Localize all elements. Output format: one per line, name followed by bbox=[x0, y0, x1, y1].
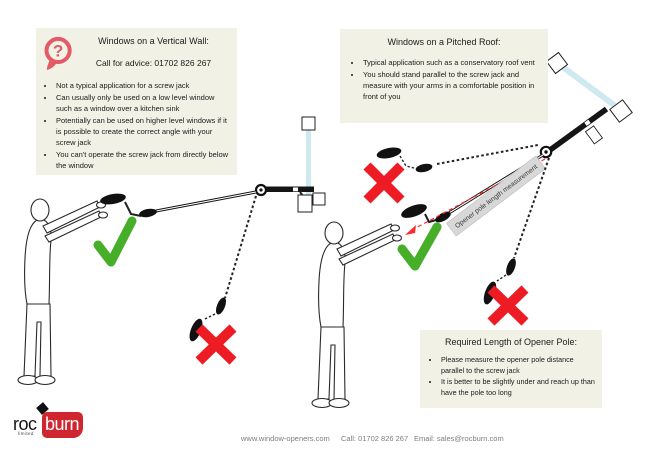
vertical-window bbox=[301, 116, 316, 195]
check-icon bbox=[397, 222, 442, 271]
footer-website: www.window-openers.com bbox=[241, 434, 330, 443]
vertical-wall-bullet-list: Not a typical application for a screw ja… bbox=[41, 80, 230, 171]
crank-grip bbox=[401, 204, 427, 218]
vertical-wall-title: Windows on a Vertical Wall: bbox=[98, 36, 209, 46]
bullet-item: Potentially can be used on higher level … bbox=[55, 115, 230, 148]
bullet-item: Please measure the opener pole distance … bbox=[440, 355, 596, 376]
bullet-item: It is better to be slightly under and re… bbox=[440, 377, 596, 398]
bullet-item: Can usually only be used on a low level … bbox=[55, 92, 230, 114]
screw-jack-right bbox=[539, 106, 609, 159]
vertical-wall-header: ? Windows on a Vertical Wall: Call for a… bbox=[41, 33, 230, 73]
call-for-advice-text: Call for advice: 01702 826 267 bbox=[95, 58, 212, 68]
bullet-item: Not a typical application for a screw ja… bbox=[55, 80, 230, 91]
crank-grip bbox=[139, 208, 157, 218]
measurement-label: Opener pole length measurement bbox=[446, 156, 546, 236]
cross-icon bbox=[195, 324, 237, 365]
roof-window bbox=[545, 51, 633, 123]
ghost-pole-horizontal bbox=[376, 144, 539, 173]
pitched-roof-infobox: Windows on a Pitched Roof: Typical appli… bbox=[340, 29, 548, 123]
vertical-wall-scene bbox=[17, 116, 326, 386]
opener-pole-left bbox=[100, 190, 257, 218]
cross-icon bbox=[487, 285, 529, 326]
check-icon bbox=[93, 216, 137, 267]
opener-pole-bullet-list: Please measure the opener pole distance … bbox=[426, 355, 596, 398]
bullet-item: You should stand parallel to the screw j… bbox=[362, 69, 540, 102]
person-figure-left bbox=[17, 198, 109, 386]
bullet-item: Typical application such as a conservato… bbox=[362, 57, 540, 68]
ghost-pole-below-window bbox=[189, 195, 257, 342]
crank-grip bbox=[100, 193, 126, 205]
window-bracket-bottom bbox=[609, 99, 633, 123]
measurement-line bbox=[405, 158, 546, 235]
footer-email: Email: sales@rocburn.com bbox=[414, 434, 504, 443]
opener-pole-title: Required Length of Opener Pole: bbox=[444, 337, 578, 347]
window-bracket-top bbox=[301, 116, 316, 131]
pitched-roof-bullet-list: Typical application such as a conservato… bbox=[348, 57, 540, 102]
footer-phone: Call: 01702 826 267 bbox=[341, 434, 409, 443]
question-bubble-icon: ? bbox=[44, 36, 72, 70]
bullet-item: You can't operate the screw jack from di… bbox=[55, 149, 230, 171]
window-rod bbox=[558, 62, 620, 111]
opener-pole-infobox: Required Length of Opener Pole: Please m… bbox=[420, 330, 602, 408]
screw-jack-left bbox=[254, 183, 326, 213]
cross-icon bbox=[363, 162, 405, 204]
crank-grip bbox=[435, 211, 451, 223]
svg-text:?: ? bbox=[53, 42, 63, 61]
vertical-wall-infobox: ? Windows on a Vertical Wall: Call for a… bbox=[36, 28, 237, 175]
arrowhead-icon bbox=[405, 225, 416, 235]
window-bracket-top bbox=[545, 51, 569, 75]
pitched-roof-title: Windows on a Pitched Roof: bbox=[387, 37, 501, 47]
person-figure-right bbox=[311, 221, 403, 409]
